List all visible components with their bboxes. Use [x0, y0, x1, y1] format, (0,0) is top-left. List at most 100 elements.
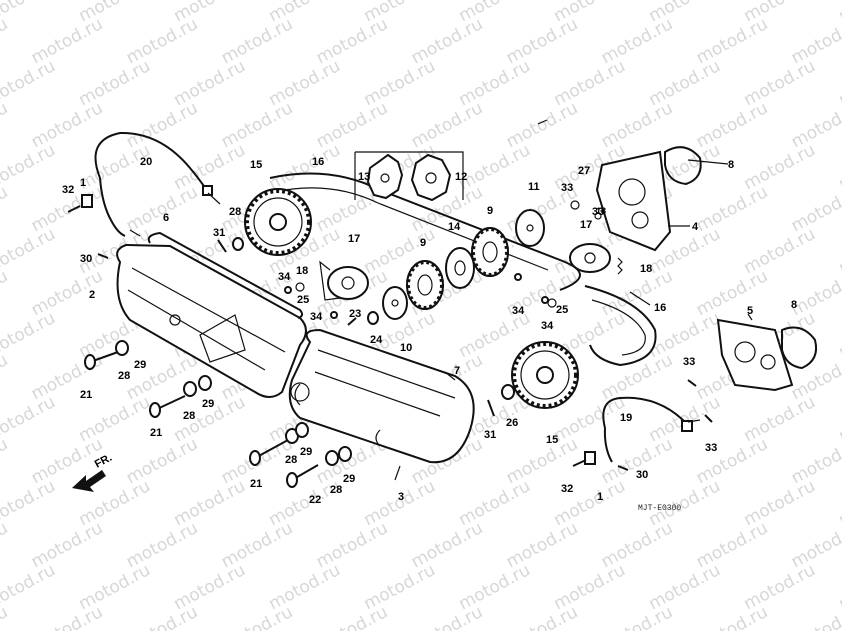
timing-belt-lower-inner [591, 299, 646, 356]
watermark-text: motod.ru [0, 434, 11, 488]
watermark-text: motod.ru [835, 308, 842, 362]
drive-pulley-right-teeth [471, 227, 509, 277]
watermark-text: motod.ru [0, 560, 59, 614]
watermark-text: motod.ru [788, 350, 842, 404]
watermark-text: motod.ru [788, 14, 842, 68]
clip-33-b [594, 212, 602, 220]
sensor-cable-20 [94, 131, 209, 237]
watermark-text: motod.ru [788, 434, 842, 488]
callout-18-left: 18 [296, 265, 308, 277]
callout-21-a: 21 [80, 389, 92, 401]
watermark-text: motod.ru [0, 0, 59, 26]
watermark-text: motod.ru [408, 602, 486, 631]
outer-cover [116, 243, 307, 398]
callout-31-upper: 31 [213, 227, 225, 239]
tensioner-pulley-right [569, 243, 611, 273]
callout-29-b: 29 [202, 398, 214, 410]
timing-belt-lower [584, 285, 657, 367]
watermark-text: motod.ru [835, 0, 842, 26]
outer-cover-boss [169, 314, 181, 326]
watermark-text: motod.ru [0, 224, 59, 278]
watermark-text: motod.ru [835, 392, 842, 446]
callout-33-a: 33 [561, 182, 573, 194]
watermark-text: motod.ru [835, 476, 842, 530]
callout-34-b: 34 [310, 311, 323, 323]
callout-32-right: 32 [561, 483, 573, 495]
cam-pulley-upper-hub [269, 213, 287, 231]
watermark-text: motod.ru [0, 518, 11, 572]
callout-10: 10 [400, 342, 412, 354]
bolt-34-c [514, 273, 522, 281]
bolt-set-lower [249, 422, 309, 466]
watermark-text: motod.ru [503, 602, 581, 631]
callout-33-d: 33 [705, 442, 717, 454]
callout-27: 27 [578, 165, 590, 177]
sprocket-12-hole [425, 172, 437, 184]
rear-back-plate-hole-b [631, 211, 649, 229]
tick-mark [537, 119, 548, 125]
drive-pulley-left-hub [417, 274, 433, 296]
watermark-text: motod.ru [835, 560, 842, 614]
inner-cover-detail [294, 349, 456, 447]
callout-23: 23 [349, 308, 361, 320]
callout-30-left: 30 [80, 253, 92, 265]
callout-28-d: 28 [330, 484, 342, 496]
pulley-flange [445, 247, 475, 289]
callout-33-c: 33 [683, 356, 695, 368]
callout-12: 12 [455, 171, 467, 183]
callout-24: 24 [370, 334, 383, 346]
parts-drawing [67, 119, 818, 492]
callout-9-right: 9 [487, 205, 493, 217]
callout-16-top: 16 [312, 156, 324, 168]
cam-pulley-upper-ring [253, 197, 303, 247]
callout-28-a: 28 [118, 370, 130, 382]
callout-11: 11 [528, 181, 540, 193]
drawing-code: MJT-E0300 [638, 504, 681, 513]
watermark-text: motod.ru [0, 14, 11, 68]
callout-18-small: 18 [596, 206, 606, 216]
bolt-32-left [67, 205, 81, 213]
rear-back-plate-hole-a [618, 178, 646, 206]
watermark-text: motod.ru [0, 56, 59, 110]
watermark-text: motod.ru [0, 266, 11, 320]
callout-18-right: 18 [640, 263, 652, 275]
watermark-text: motod.ru [693, 602, 771, 631]
callout-25-right: 25 [556, 304, 568, 316]
tensioner-bracket-left [319, 260, 341, 301]
bolt-34-d [541, 296, 549, 304]
callout-33-b: 33 [592, 206, 604, 218]
washer-25-a [295, 282, 305, 292]
bolt-34-b [330, 311, 338, 319]
rear-cover-hole-b [760, 354, 776, 370]
callout-19: 19 [620, 412, 632, 424]
cam-pulley-lower-hub [536, 366, 554, 384]
callout-16-right: 16 [654, 302, 666, 314]
watermark-text: motod.ru [313, 602, 391, 631]
inset-frame [354, 151, 464, 200]
callout-20: 20 [140, 156, 152, 168]
callout-21-b: 21 [150, 427, 162, 439]
rear-cover-hole-a [734, 341, 756, 363]
sensor-body-right [584, 451, 596, 465]
callout-29-a: 29 [134, 359, 146, 371]
callout-1-right: 1 [597, 491, 603, 503]
rear-back-plate-gasket-8 [664, 146, 702, 186]
callout-31-lower: 31 [484, 429, 496, 441]
pulley-flange-hole [454, 260, 466, 276]
callout-17-left: 17 [348, 233, 360, 245]
spring-18-right [617, 257, 623, 275]
callout-28-upper: 28 [229, 206, 241, 218]
outer-cover-rim [127, 267, 286, 371]
watermark-text: motod.ru [835, 140, 842, 194]
leader-lines [129, 159, 753, 481]
callout-13: 13 [358, 171, 370, 183]
watermark-text: motod.ru [28, 602, 106, 631]
callout-26: 26 [506, 417, 518, 429]
washer-26 [501, 384, 515, 400]
clip-33-c [687, 379, 697, 387]
callout-3: 3 [398, 491, 404, 503]
callout-22: 22 [309, 494, 321, 506]
watermark-text: motod.ru [788, 266, 842, 320]
callout-9-left: 9 [420, 237, 426, 249]
cover-gasket [147, 231, 304, 319]
